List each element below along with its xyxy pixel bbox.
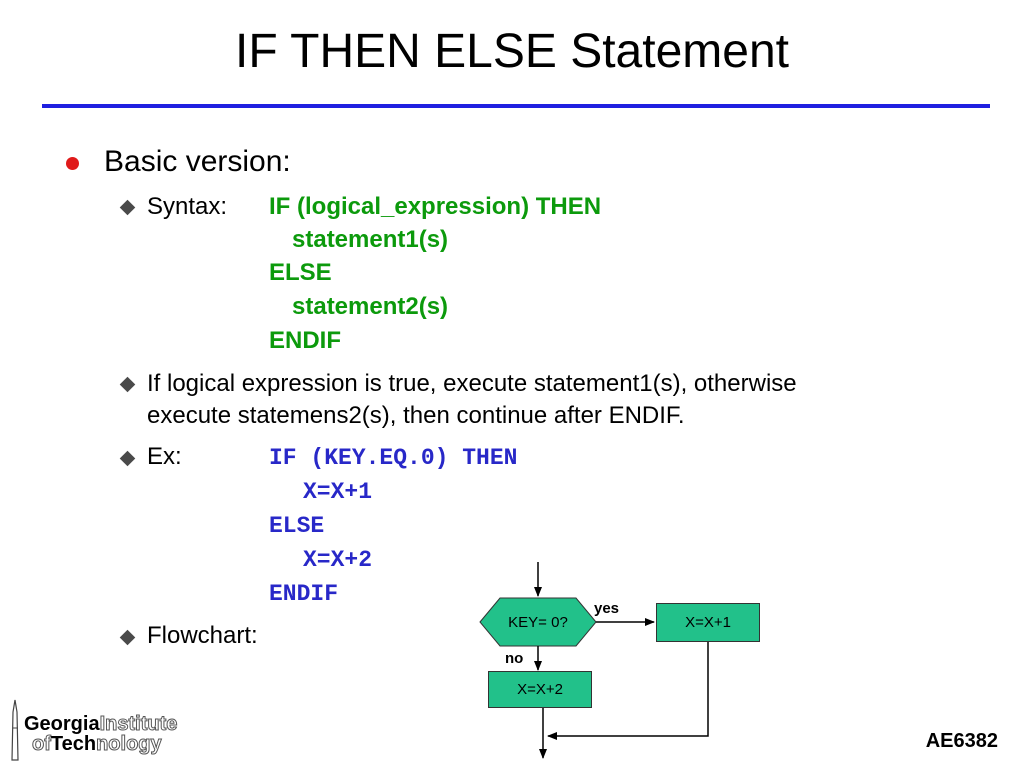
- bullet-basic-version: Basic version:: [104, 145, 291, 178]
- syntax-line: statement2(s): [292, 293, 449, 320]
- georgia-tech-logo: GeorgiaInstitute ofTechnology: [24, 713, 178, 755]
- flowchart-label: Flowchart:: [147, 622, 258, 649]
- syntax-line: IF (logical_expression) THEN: [269, 193, 602, 220]
- logo-institute: Institute: [99, 713, 178, 735]
- logo-nology: nology: [96, 733, 163, 755]
- merge-arrow: [547, 641, 709, 740]
- decision-label: KEY= 0?: [508, 613, 568, 631]
- bullet-dot-icon: [66, 157, 79, 170]
- example-line: X=X+1: [303, 479, 373, 505]
- title-divider: [42, 104, 990, 108]
- course-code: AE6382: [925, 730, 998, 752]
- syntax-line: statement1(s): [292, 226, 449, 253]
- logo-of: of: [32, 733, 52, 755]
- example-line: ENDIF: [269, 581, 339, 607]
- syntax-line: ENDIF: [269, 327, 341, 354]
- logo-tech: Tech: [50, 733, 97, 755]
- example-line: X=X+2: [303, 547, 373, 573]
- no-label: no: [505, 650, 524, 667]
- slide-title: IF THEN ELSE Statement: [235, 25, 789, 78]
- yes-label: yes: [594, 600, 620, 617]
- description-line: If logical expression is true, execute s…: [147, 370, 797, 397]
- example-line: IF (KEY.EQ.0) THEN: [269, 445, 518, 471]
- syntax-label: Syntax:: [147, 193, 228, 220]
- logo-georgia: Georgia: [24, 713, 100, 735]
- description-line: execute statemens2(s), then continue aft…: [147, 402, 685, 429]
- example-line: ELSE: [269, 513, 325, 539]
- flow-box-yes: X=X+1: [656, 603, 760, 642]
- flow-box-no: X=X+2: [488, 671, 592, 708]
- syntax-line: ELSE: [269, 259, 332, 286]
- ex-label: Ex:: [147, 443, 182, 470]
- tech-tower-icon: [11, 699, 19, 761]
